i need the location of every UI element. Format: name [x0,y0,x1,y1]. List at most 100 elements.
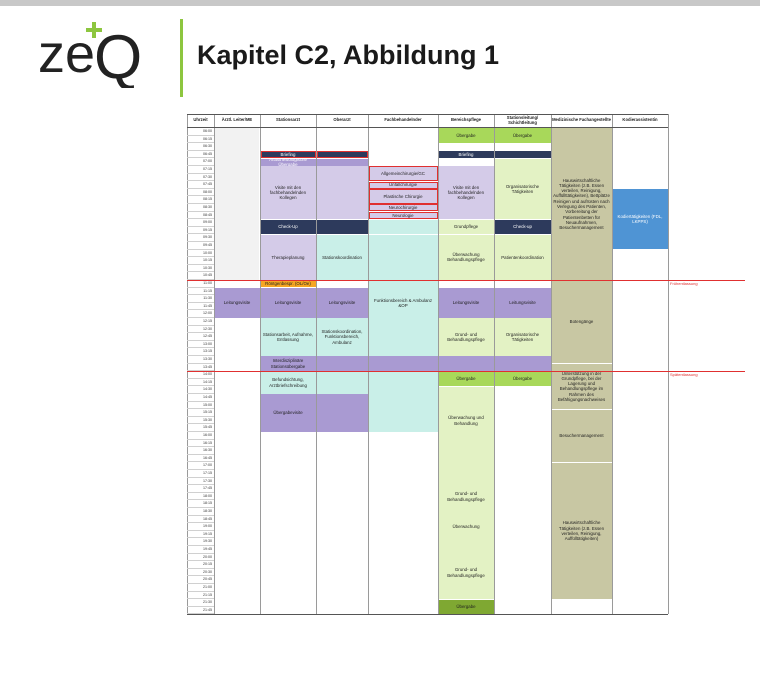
schedule-block: Funktionsbereich & Ambulanz &OP [368,234,438,371]
time-label: 19:45 [187,546,214,554]
time-label: 17:30 [187,478,214,486]
schedule-block: Leitungsvisite [214,287,260,318]
time-label: 19:30 [187,538,214,546]
column-header: Stationsarzt [276,117,300,123]
zeq-logo: ze Q [38,22,142,88]
time-label: 10:15 [187,257,214,265]
schedule-block: Übergabevisite [260,394,316,432]
schedule-block: Stationskoordination [316,234,368,280]
schedule-block: Patientenkoordination [494,234,551,280]
time-label: 12:00 [187,310,214,318]
time-label: 12:15 [187,318,214,326]
schedule-block: Anästhesiologische Übergabe [260,158,316,166]
time-label: 21:30 [187,599,214,607]
schedule-block [316,158,368,166]
time-label: 17:45 [187,485,214,493]
time-label: 15:15 [187,409,214,417]
time-label: 20:30 [187,569,214,577]
time-label: 13:15 [187,348,214,356]
time-label: 20:00 [187,554,214,562]
schedule-block: Befundsichtung, Arztbriefschreibung [260,371,316,394]
schedule-block: Leitungsvisite [438,287,494,318]
time-label: 09:00 [187,219,214,227]
schedule-block: Besuchermanagement [551,409,612,463]
time-label: 16:00 [187,432,214,440]
schedule-block: Kodiertätigkeiten (FDL, LKPPS) [612,189,668,250]
time-label: 18:45 [187,516,214,524]
schedule-block [438,356,494,371]
schedule-block: Leitungsvisite [260,287,316,318]
schedule-block [368,219,438,235]
schedule-block [316,166,368,219]
time-label: 14:15 [187,379,214,387]
schedule-block [316,151,368,159]
time-label: 20:45 [187,576,214,584]
time-label: 11:30 [187,295,214,303]
time-label: 16:45 [187,455,214,463]
grid-vline [187,114,188,615]
time-label: 09:45 [187,242,214,250]
schedule-block: Interdisziplinäre Stationsübergabe [260,356,316,371]
schedule-block: Organisatorische Tätigkeiten [494,318,551,356]
overlay-text: Überwachung und Behandlung [448,415,484,426]
grid-hline [187,114,668,115]
time-label: 19:00 [187,523,214,531]
column-header: Ärztl. Leiter/ME [221,117,253,123]
column-header: Oberarzt [333,117,351,123]
overlay-text: Grund- und Behandlungspflege [447,567,485,578]
schedule-block [316,371,368,394]
schedule-block: Übergabe [494,371,551,387]
time-label: 17:00 [187,462,214,470]
time-label: 18:00 [187,493,214,501]
schedule-block: Organisatorische Tätigkeiten [494,158,551,219]
schedule-block: Visite mit den fachbehandelnden Kollegen [260,166,316,219]
schedule-block [438,386,494,599]
time-label: 07:30 [187,174,214,182]
schedule-block: Überwachung Behandlungspflege [438,234,494,280]
time-label: 13:45 [187,364,214,372]
time-label: 06:15 [187,136,214,144]
time-label: 16:30 [187,447,214,455]
shift-line [187,280,745,281]
time-label: 09:15 [187,227,214,235]
time-label: 08:45 [187,212,214,220]
time-label: 11:45 [187,303,214,311]
schedule-block: Check-up [494,219,551,235]
grid-bottom [187,614,668,616]
time-label: 20:15 [187,561,214,569]
time-label: 21:45 [187,607,214,615]
schedule-block [316,356,368,371]
column-header: Stationsleitung/ Schichtleitung [506,115,539,125]
schedule-block: Visite mit den fachbehandelnden Kollegen [438,166,494,219]
time-label: 10:45 [187,272,214,280]
schedule-block: Briefing [438,151,494,159]
column-header: Uhrzeit [193,117,208,123]
time-label: 21:00 [187,584,214,592]
schedule-block: Allgemeinchirurgie/GC [368,166,438,181]
top-border-bar [0,0,760,6]
slide-title: Kapitel C2, Abbildung 1 [197,40,500,70]
time-label: 18:15 [187,500,214,508]
schedule-block [368,356,438,371]
time-label: 15:00 [187,402,214,410]
schedule-block [368,371,438,432]
time-label: 13:00 [187,341,214,349]
svg-text:Q: Q [94,23,142,88]
schedule-block [316,219,368,235]
overlay-text: Überwachung [452,524,480,530]
time-label: 15:30 [187,417,214,425]
time-label: 12:30 [187,326,214,334]
me-column-fill [215,128,259,280]
schedule-block: Briefing [260,151,316,159]
time-label: 15:45 [187,424,214,432]
time-label: 06:00 [187,128,214,136]
schedule-block [494,151,551,159]
schedule-block: Grund- und Behandlungspflege [438,318,494,356]
schedule-block: Hauswirtschaftliche Tätigkeiten (z.B. Es… [551,462,612,599]
time-label: 14:30 [187,386,214,394]
time-label: 12:45 [187,333,214,341]
grid-vline [612,114,613,615]
overlay-text: Grund- und Behandlungspflege [447,491,485,502]
schedule-block: Leitungsvisite [316,287,368,318]
schedule-block: Übergabe [438,128,494,143]
